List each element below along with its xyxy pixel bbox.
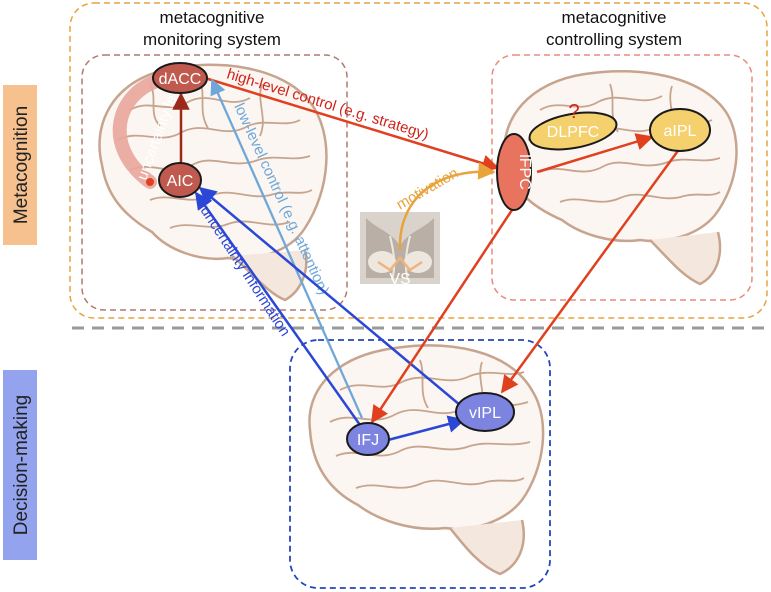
decision-making-side-box: [3, 370, 37, 560]
node-aipl-label: aIPL: [664, 123, 697, 140]
low-level-control-arrow: [210, 78, 364, 419]
decision-making-label: Decision-making: [11, 395, 32, 535]
dlpfc-question-mark: ?: [568, 101, 579, 123]
node-ifj-label: IFJ: [357, 432, 379, 449]
node-vipl: vIPL: [455, 392, 515, 432]
node-dlpfc-label: DLPFC: [547, 124, 599, 141]
lfpc-to-ifj-arrow: [370, 209, 514, 424]
high-level-control-arrow: [204, 76, 500, 172]
aipl-to-vipl-arrow: [500, 147, 682, 394]
node-lfpc-label: lFPC: [516, 154, 533, 190]
node-vipl-label: vIPL: [469, 405, 501, 422]
controlling-title-line1: metacognitive: [562, 8, 667, 27]
motivation-label: motivation: [394, 165, 462, 214]
monitoring-system-frame: [81, 54, 348, 311]
uncertainty-level-dot: [146, 178, 154, 186]
node-vs-label: VS: [389, 271, 410, 288]
motivation-arrow: [398, 162, 496, 251]
ifj-to-vipl-arrow: [387, 415, 466, 442]
vipl-to-aic-arrow: [198, 186, 461, 406]
brain-illustration-controlling: [503, 69, 738, 286]
uncertainty-level-arc: [112, 73, 167, 189]
ifj-to-aic-arrow: [194, 191, 362, 426]
lfpc-to-aipl-arrow: [536, 133, 654, 174]
metacognition-side-box: [3, 85, 37, 245]
metacognition-label: Metacognition: [11, 106, 32, 224]
node-aipl: aIPL: [649, 108, 711, 152]
node-ifj: IFJ: [346, 422, 390, 456]
metacognition-frame: [69, 2, 768, 319]
controlling-title-line2: controlling system: [546, 30, 682, 49]
controlling-system-frame: [491, 54, 753, 301]
node-lfpc: lFPC: [496, 133, 533, 211]
node-aic-label: AIC: [167, 173, 194, 190]
node-dlpfc: DLPFC: [528, 111, 618, 151]
decision-making-frame: [289, 339, 551, 589]
node-dacc: dACC: [152, 62, 208, 94]
monitoring-title-line1: metacognitive: [160, 8, 265, 27]
monitoring-title-line2: monitoring system: [143, 30, 281, 49]
node-dacc-label: dACC: [159, 71, 202, 88]
node-aic: AIC: [158, 162, 202, 198]
